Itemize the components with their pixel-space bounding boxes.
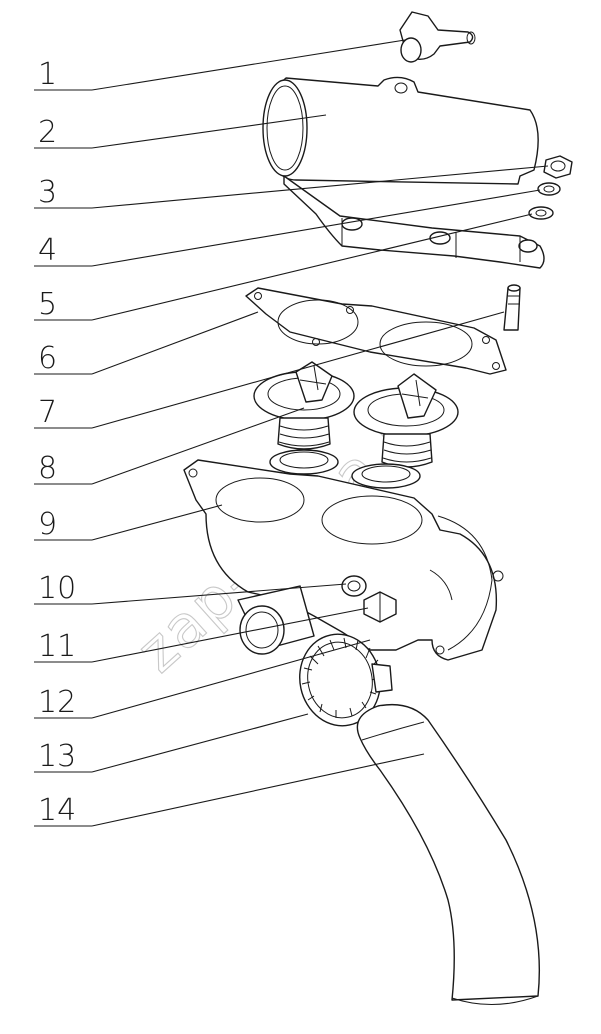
part-4-spring-washer [537, 182, 561, 196]
part-8-thermostat-left [253, 361, 355, 475]
part-1-elbow-fitting [399, 11, 476, 63]
callout-numbers: 1 2 3 4 5 6 7 8 9 10 11 12 13 14 [38, 57, 76, 828]
callout-2: 2 [38, 115, 57, 150]
callout-9: 9 [38, 507, 57, 542]
callout-11: 11 [38, 629, 76, 664]
part-2-pipe-housing [262, 76, 545, 269]
part-12-13-hose-clamp [299, 633, 393, 727]
leader-lines [34, 39, 549, 827]
part-10-sealing-washer [341, 575, 367, 597]
callout-10: 10 [38, 571, 76, 606]
callout-8: 8 [38, 451, 57, 486]
part-6-gasket [245, 287, 507, 375]
callout-6: 6 [38, 341, 57, 376]
callout-7: 7 [38, 395, 57, 430]
callout-5: 5 [38, 287, 57, 322]
part-11-plug-bolt [363, 591, 397, 623]
callout-12: 12 [38, 685, 76, 720]
part-8-thermostat-right [351, 373, 459, 489]
part-7-stud-pin [503, 284, 521, 331]
part-3-nut [543, 155, 573, 179]
callout-3: 3 [38, 175, 57, 210]
callout-4: 4 [38, 233, 57, 268]
callout-13: 13 [38, 739, 76, 774]
part-9-thermostat-housing [183, 459, 504, 661]
callout-14: 14 [38, 793, 76, 828]
part-14-hose [356, 703, 541, 1005]
callout-1: 1 [38, 57, 57, 92]
part-5-flat-washer [528, 206, 554, 220]
